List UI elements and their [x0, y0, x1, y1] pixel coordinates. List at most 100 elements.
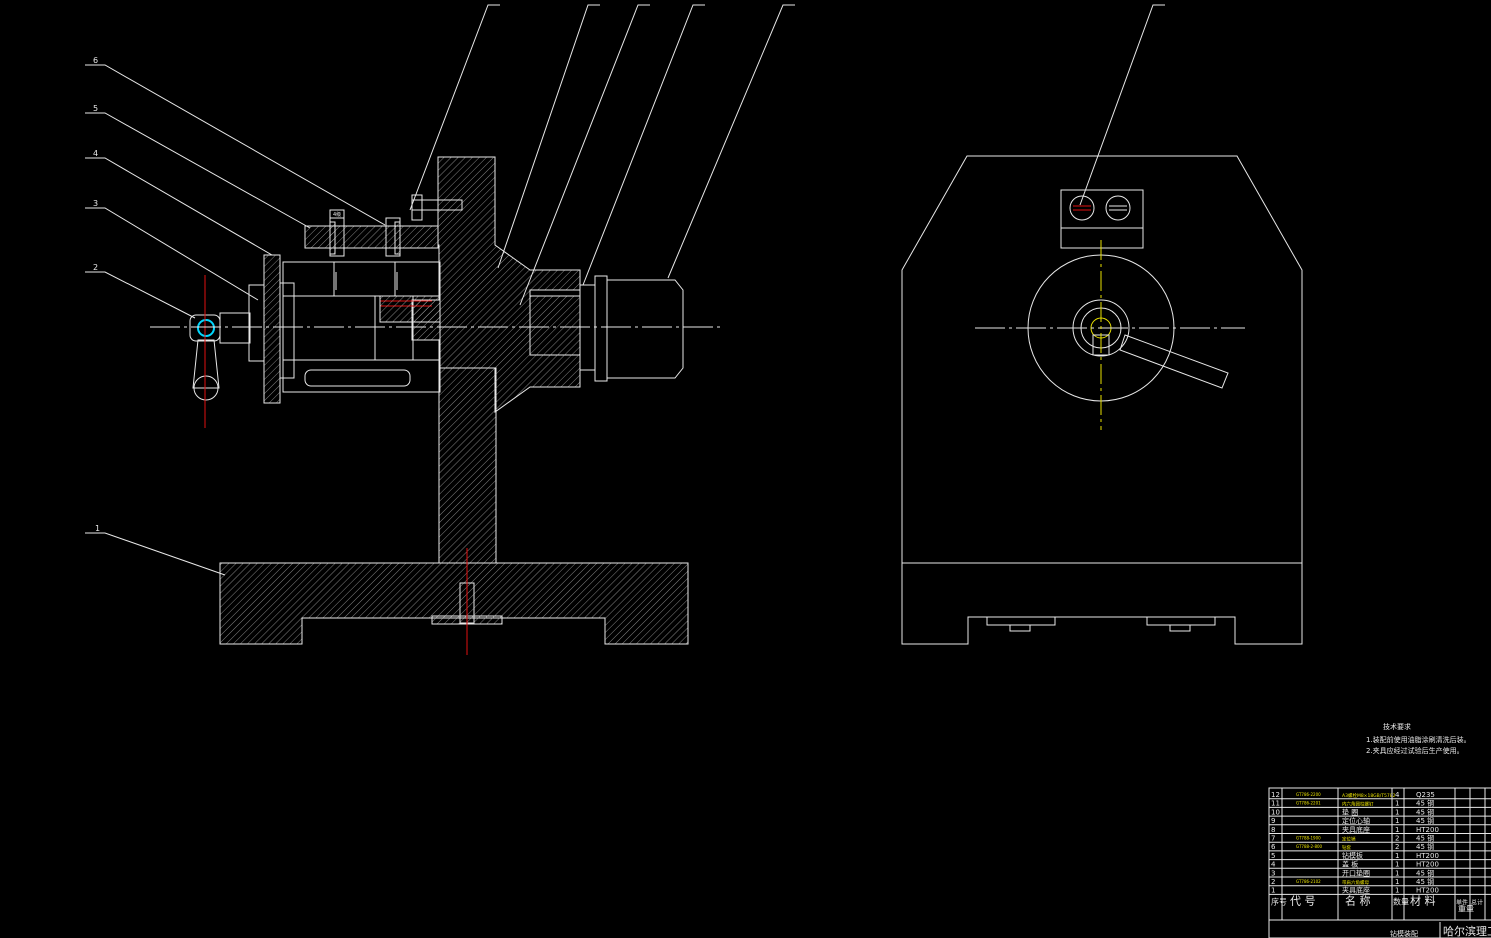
- bom-cell-no: 4: [1271, 861, 1276, 869]
- bom-cell-no: 7: [1271, 835, 1275, 843]
- bom-cell-material: 45 钢: [1416, 834, 1434, 843]
- bom-footer-left: 钻模装配: [1390, 929, 1418, 938]
- balloon-labels: 1 2 3 4 5 6 4级: [93, 56, 341, 533]
- bom-cell-qty: 1: [1395, 817, 1399, 825]
- bom-cell-no: 9: [1271, 817, 1275, 825]
- bom-cell-no: 3: [1271, 869, 1275, 877]
- bom-header-cell: 重量: [1458, 903, 1474, 913]
- bom-cell-qty: 1: [1395, 800, 1399, 808]
- bom-cell-name: 带肩六角螺母: [1342, 879, 1369, 886]
- bom-cell-qty: 1: [1395, 887, 1399, 895]
- bom-cell-no: 1: [1271, 887, 1275, 895]
- base-section: [219, 562, 689, 645]
- balloon-6: 6: [93, 56, 98, 65]
- bom-header-cell: 序号: [1271, 896, 1287, 906]
- bom-header-cell: 名 称: [1345, 893, 1371, 907]
- foot-slot-1: [986, 616, 1056, 626]
- bom-footer-right: 哈尔滨理工: [1443, 924, 1491, 938]
- bracket-section: [411, 156, 581, 413]
- top-screw-head: [411, 194, 423, 221]
- bom-cell-material: HT200: [1416, 861, 1439, 869]
- bom-cell-code: GT788-1900: [1296, 836, 1321, 841]
- bom-cell-name: 定位心轴: [1342, 816, 1370, 825]
- balloon-4: 4: [93, 149, 98, 158]
- cover-boss: [279, 282, 295, 379]
- bom-cell-no: 10: [1271, 808, 1280, 816]
- bom-header-cell: 单件: [1456, 898, 1468, 906]
- side-view: [901, 155, 1303, 645]
- bom-cell-qty: 1: [1395, 861, 1399, 869]
- dim-label: 4级: [333, 211, 341, 218]
- mandrel-right: [529, 295, 581, 356]
- bom-header-cell: 数量: [1393, 896, 1409, 906]
- key-section: [379, 295, 441, 323]
- section-view: [150, 156, 720, 655]
- bom-frame: [1268, 787, 1491, 938]
- balloon-5: 5: [93, 104, 98, 113]
- notes-line-1: 1.装配前使用油脂涂刷清洗后装。: [1366, 735, 1471, 744]
- bom-cell-material: 45 钢: [1416, 842, 1434, 851]
- drill-plate: [304, 225, 439, 249]
- bom-cell-code: GT786-2102: [1296, 879, 1321, 884]
- bom-cell-no: 8: [1271, 826, 1275, 834]
- bom-cell-name: 夹具底座: [1342, 825, 1370, 834]
- bom-cell-name: 钻套: [1342, 844, 1351, 851]
- bom-cell-name: 夹具底座: [1342, 886, 1370, 895]
- flange-right: [594, 275, 608, 382]
- bom-header-cell: 代 号: [1290, 894, 1316, 907]
- bom-cell-material: 45 钢: [1416, 877, 1434, 886]
- locating-pin: [304, 369, 411, 387]
- bom-cell-material: Q235: [1416, 791, 1435, 799]
- nut: [219, 312, 251, 344]
- bom-cell-material: 45 钢: [1416, 816, 1434, 825]
- handle-lever: [192, 339, 220, 389]
- bushing-1-hatch: [329, 221, 336, 255]
- foot-nut-2: [1169, 624, 1191, 632]
- bom-cell-qty: 1: [1395, 852, 1399, 860]
- bom-cell-name: 垫 圈: [1342, 807, 1358, 816]
- side-handle: [1119, 334, 1229, 389]
- bom-cell-code: GT788-2-800: [1296, 844, 1323, 849]
- bom-header-cell: 总计: [1471, 898, 1483, 906]
- balloon-3: 3: [93, 199, 98, 208]
- balloon-1: 1: [95, 524, 100, 533]
- bom-cell-no: 11: [1271, 800, 1280, 808]
- handle-bore: [197, 319, 215, 337]
- bom-cell-code: GT786-2200: [1296, 792, 1321, 797]
- foot-nut-1: [1009, 624, 1031, 632]
- bom-cell-qty: 1: [1395, 869, 1399, 877]
- bom-cell-material: 45 钢: [1416, 807, 1434, 816]
- bom-cell-code: GT786-2201: [1296, 801, 1321, 806]
- bom-cell-no: 6: [1271, 843, 1276, 851]
- hex-nut-right: [606, 279, 684, 379]
- bom-cell-name: 盖 板: [1342, 860, 1358, 869]
- bushing-block: [1060, 189, 1144, 249]
- bom-cell-qty: 2: [1395, 835, 1399, 843]
- bom-cell-name: 定位销: [1342, 836, 1356, 843]
- bom-cell-qty: 1: [1395, 826, 1399, 834]
- bom-cell-name: 内六角圆柱螺钉: [1342, 801, 1374, 808]
- bushing-head-1: [1069, 195, 1095, 221]
- bom-cell-material: HT200: [1416, 852, 1439, 860]
- leaders: [85, 4, 1165, 576]
- bom-cell-qty: 4: [1395, 791, 1400, 799]
- side-outline: [901, 155, 1303, 645]
- bom-cell-material: 45 钢: [1416, 868, 1434, 877]
- bom-cell-qty: 2: [1395, 843, 1399, 851]
- bom-cell-name: 开口垫圈: [1342, 868, 1370, 877]
- post-section: [438, 367, 497, 564]
- bom-cell-material: HT200: [1416, 826, 1439, 834]
- notes-title: 技术要求: [1383, 722, 1411, 731]
- notes-line-2: 2.夹具应经过试验后生产使用。: [1366, 746, 1464, 755]
- bom-header-cell: 材 料: [1410, 893, 1436, 907]
- bom-cell-no: 2: [1271, 878, 1275, 886]
- bushing-head-2: [1105, 195, 1131, 221]
- bom-cell-qty: 1: [1395, 878, 1399, 886]
- bom-cell-material: HT200: [1416, 887, 1439, 895]
- balloon-2: 2: [93, 263, 98, 272]
- technical-notes: 技术要求 1.装配前使用油脂涂刷清洗后装。 2.夹具应经过试验后生产使用。: [1366, 722, 1471, 755]
- bom-cell-name: 钻模板: [1342, 851, 1363, 860]
- split-washer: [248, 284, 265, 362]
- bom-cell-qty: 1: [1395, 808, 1399, 816]
